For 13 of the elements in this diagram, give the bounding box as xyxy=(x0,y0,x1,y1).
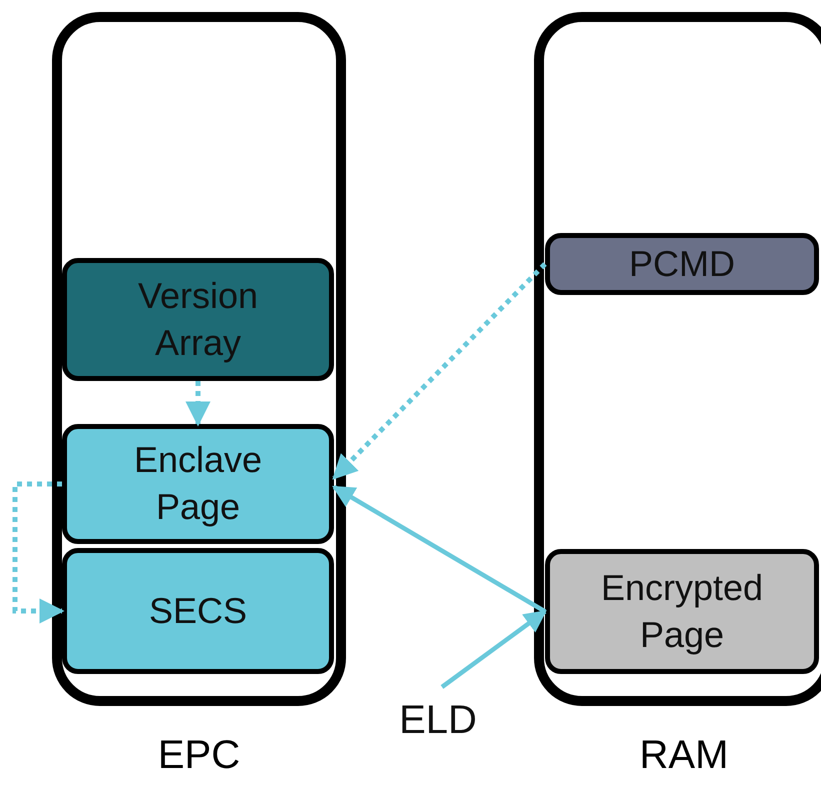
secs-box: SECS xyxy=(62,548,334,674)
edge-label: ELD xyxy=(390,695,486,745)
version-array-box: Version Array xyxy=(62,258,334,381)
encrypted-page-box: Encrypted Page xyxy=(545,549,819,674)
column-label: EPC xyxy=(156,733,242,778)
arrow xyxy=(332,262,547,480)
pcmd-box: PCMD xyxy=(545,233,819,295)
arrow xyxy=(186,381,210,426)
arrow xyxy=(440,610,547,689)
column-label: RAM xyxy=(638,733,730,778)
arrow xyxy=(12,482,64,624)
enclave-page-box: Enclave Page xyxy=(62,424,334,544)
arrow xyxy=(332,485,546,614)
